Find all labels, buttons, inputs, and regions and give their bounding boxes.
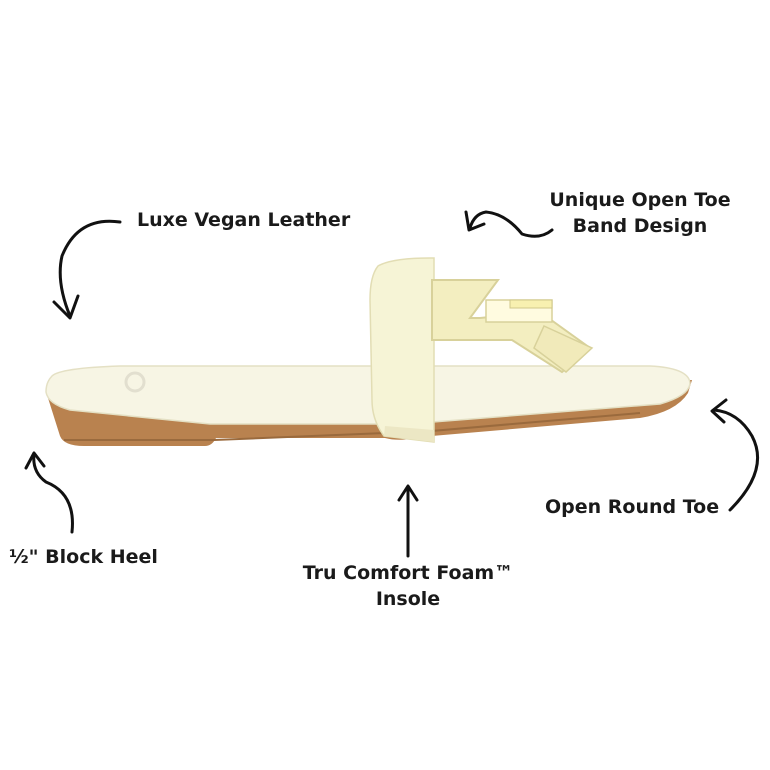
footbed-logo [124,371,146,393]
band-shadow [384,426,434,442]
arrow-insole-icon [397,484,419,558]
footbed [45,365,691,427]
callout-insole-line2: Insole [375,588,441,610]
buckle-icon [431,279,594,374]
arrow-band-design-icon [464,210,554,238]
callout-band-design-line1: Unique Open Toe [549,189,731,211]
callout-insole-line1: Tru Comfort Foam™ [302,562,514,584]
arrow-open-toe-icon [710,398,760,512]
callout-block-heel: ½" Block Heel [9,546,158,568]
callout-band-design-line2: Band Design [572,215,708,237]
arrow-block-heel-icon [24,451,74,534]
callout-open-round-toe: Open Round Toe [545,496,720,518]
upper-band [369,257,435,443]
arrow-vegan-leather-icon [52,219,122,320]
callout-vegan-leather: Luxe Vegan Leather [137,209,351,231]
